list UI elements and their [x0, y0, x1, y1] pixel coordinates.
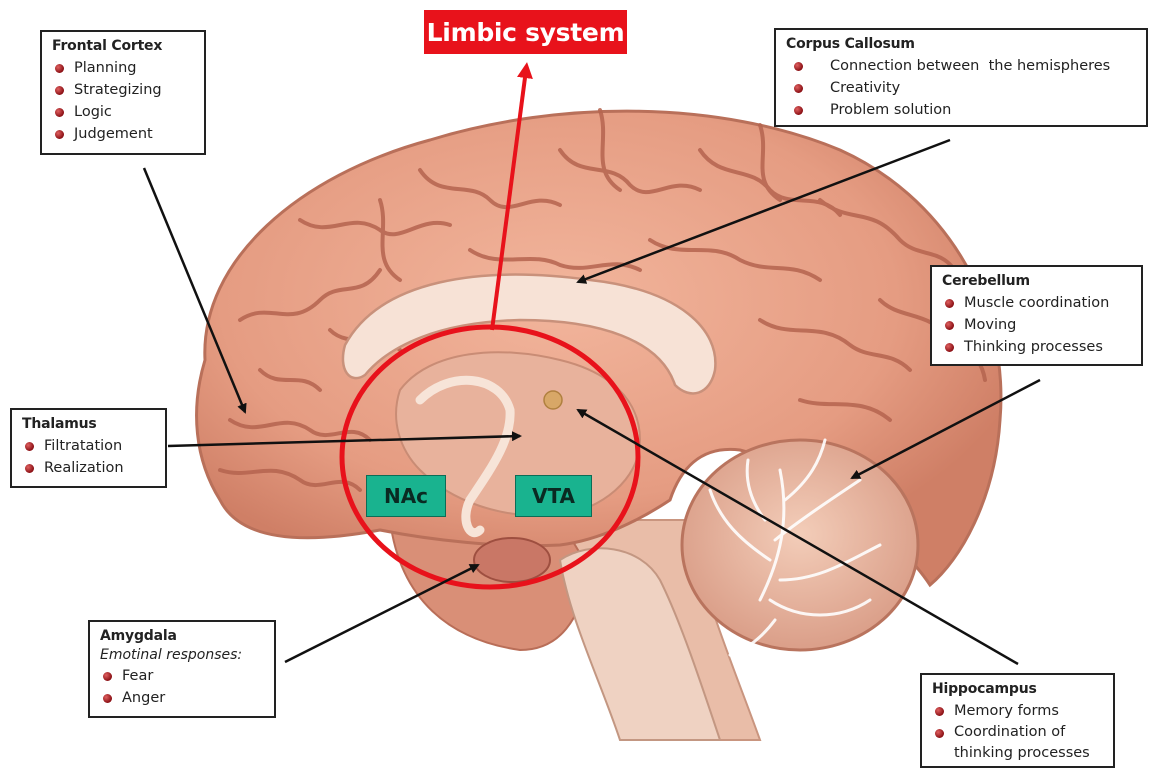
amygdala-box: Amygdala Emotinal responses: Fear Anger	[88, 620, 276, 718]
thalamus-box: Thalamus Filtratation Realization	[10, 408, 167, 488]
vta-tag: VTA	[515, 475, 592, 517]
frontal-cortex-box: Frontal Cortex Planning Strategizing Log…	[40, 30, 206, 155]
thalamus-title: Thalamus	[22, 416, 155, 432]
amygdala-subtitle: Emotinal responses:	[100, 647, 264, 663]
corpus-callosum-box: Corpus Callosum Connection between the h…	[774, 28, 1148, 127]
thalamus-item: Realization	[22, 457, 155, 479]
amygdala-item: Fear	[100, 665, 264, 687]
cerebellum-title: Cerebellum	[942, 273, 1131, 289]
cerebellum-shape	[682, 440, 918, 650]
frontal-cortex-item: Strategizing	[52, 79, 194, 101]
cerebellum-item: Moving	[942, 314, 1131, 336]
amygdala-title: Amygdala	[100, 628, 264, 644]
cerebellum-box: Cerebellum Muscle coordination Moving Th…	[930, 265, 1143, 366]
corpus-callosum-item: Creativity	[786, 77, 1136, 99]
frontal-cortex-item: Planning	[52, 57, 194, 79]
frontal-cortex-item: Judgement	[52, 123, 194, 145]
limbic-system-banner: Limbic system	[424, 10, 627, 54]
pineal-dot	[544, 391, 562, 409]
cerebellum-item: Muscle coordination	[942, 292, 1131, 314]
frontal-cortex-title: Frontal Cortex	[52, 38, 194, 54]
thalamus-item: Filtratation	[22, 435, 155, 457]
hippocampus-box: Hippocampus Memory forms Coordination of…	[920, 673, 1115, 768]
hippocampus-title: Hippocampus	[932, 681, 1103, 697]
frontal-cortex-item: Logic	[52, 101, 194, 123]
corpus-callosum-item: Connection between the hemispheres	[786, 55, 1136, 77]
amygdala-shape	[474, 538, 550, 582]
amygdala-item: Anger	[100, 687, 264, 709]
hippocampus-item: Memory forms	[932, 700, 1103, 722]
cerebellum-item: Thinking processes	[942, 336, 1131, 358]
corpus-callosum-item: Problem solution	[786, 99, 1136, 121]
nac-tag: NAc	[366, 475, 446, 517]
hippocampus-item: Coordination of thinking processes	[932, 722, 1103, 764]
corpus-callosum-title: Corpus Callosum	[786, 36, 1136, 52]
